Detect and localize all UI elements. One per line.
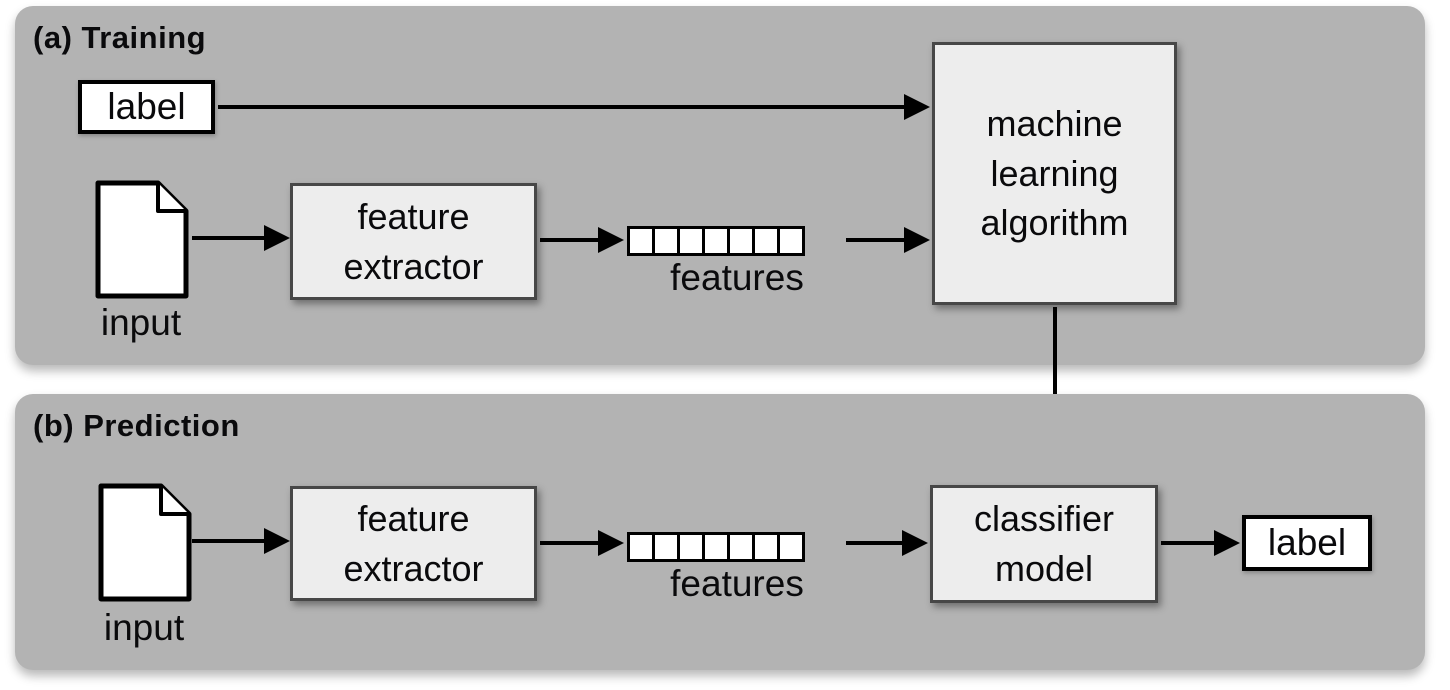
arrow-input-to-extractor-b-head-icon	[264, 528, 290, 554]
features-cell	[627, 532, 655, 562]
arrow-label-to-ml-head-icon	[904, 94, 930, 120]
features-cell	[777, 226, 805, 256]
arrow-extractor-to-features-b-line	[540, 541, 598, 545]
prediction-label-box: label	[1242, 515, 1372, 571]
arrow-features-to-classifier-line	[846, 541, 902, 545]
panel-training-heading: (a) Training	[33, 20, 207, 55]
arrow-label-to-ml-line	[218, 105, 904, 109]
extractor-text-line1: feature	[357, 195, 470, 237]
features-cell	[627, 226, 655, 256]
ml-text-line2: learning	[990, 152, 1119, 194]
prediction-features-caption: features	[670, 563, 804, 604]
extractor-text-line2: extractor	[343, 245, 484, 287]
features-cell	[727, 226, 755, 256]
features-cell	[702, 226, 730, 256]
arrow-extractor-to-features-head-icon	[598, 227, 624, 253]
ml-text-line3: algorithm	[980, 202, 1129, 244]
arrow-input-to-extractor-head-icon	[264, 225, 290, 251]
classifier-model-box: classifier model	[930, 485, 1158, 603]
training-label-box: label	[78, 80, 215, 134]
arrow-features-to-ml-line	[846, 238, 904, 242]
features-cell	[652, 226, 680, 256]
features-cell	[727, 532, 755, 562]
arrow-extractor-to-features-b-head-icon	[598, 530, 624, 556]
arrow-classifier-to-label-head-icon	[1214, 530, 1240, 556]
features-cell	[677, 226, 705, 256]
training-input-caption: input	[100, 302, 182, 343]
prediction-features-array	[627, 532, 805, 562]
panel-training: (a) Training label input feature extract…	[15, 6, 1425, 365]
features-cell	[652, 532, 680, 562]
classifier-text-line2: model	[994, 548, 1094, 589]
prediction-label-text: label	[1267, 522, 1347, 563]
arrow-features-to-ml-head-icon	[904, 227, 930, 253]
prediction-feature-extractor-box: feature extractor	[290, 486, 537, 601]
extractor-b-text-line1: feature	[357, 497, 470, 539]
training-features-array	[627, 226, 805, 256]
classifier-text-line1: classifier	[973, 498, 1115, 540]
features-cell	[777, 532, 805, 562]
panel-prediction: (b) Prediction input feature extractor f…	[15, 394, 1425, 670]
training-document-icon	[95, 180, 189, 299]
features-cell	[702, 532, 730, 562]
arrow-input-to-extractor-line	[192, 236, 264, 240]
arrow-extractor-to-features-line	[540, 238, 598, 242]
features-cell	[752, 532, 780, 562]
features-cell	[752, 226, 780, 256]
arrow-ml-to-classifier-line	[1053, 307, 1057, 454]
training-feature-extractor-box: feature extractor	[290, 183, 537, 300]
arrow-input-to-extractor-b-line	[192, 539, 264, 543]
prediction-input-caption: input	[103, 607, 185, 648]
arrow-classifier-to-label-line	[1161, 541, 1214, 545]
arrow-features-to-classifier-head-icon	[902, 530, 928, 556]
panel-prediction-heading: (b) Prediction	[33, 408, 240, 443]
prediction-document-icon	[98, 483, 192, 602]
training-label-text: label	[107, 86, 186, 127]
features-cell	[677, 532, 705, 562]
machine-learning-algorithm-box: machine learning algorithm	[932, 42, 1177, 305]
ml-text-line1: machine	[986, 102, 1123, 144]
extractor-b-text-line2: extractor	[343, 547, 484, 589]
training-features-caption: features	[670, 257, 804, 298]
